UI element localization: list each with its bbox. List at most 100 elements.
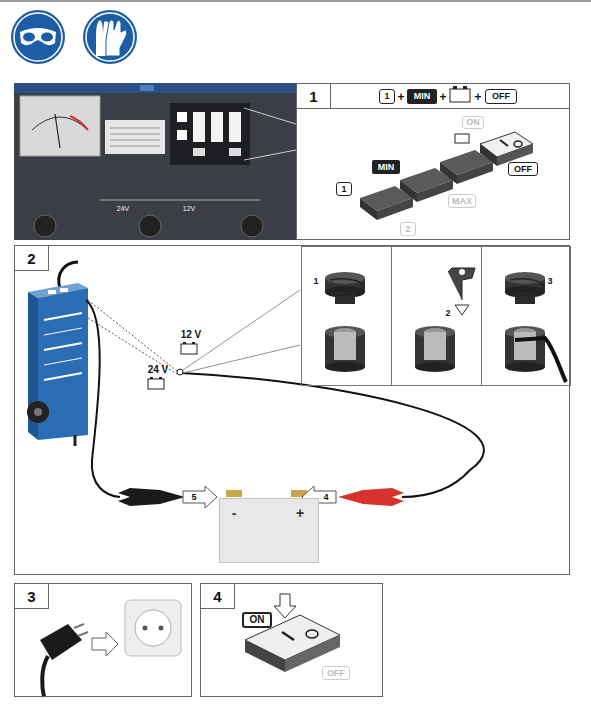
cables-part	[86, 300, 120, 497]
rocker-switches-part	[400, 180, 417, 202]
detail-step: 1	[301, 246, 392, 386]
step-number: 1	[297, 84, 331, 109]
rocker-switches-part	[377, 198, 413, 220]
small-battery-icons-part	[148, 379, 164, 389]
switch-label: OFF	[322, 666, 350, 680]
switch-label: MAX	[448, 194, 476, 208]
goggles-icon	[11, 10, 65, 64]
charger-unit-part	[74, 435, 77, 446]
small-battery-icons-part	[150, 377, 153, 379]
switch-label: OFF	[508, 162, 538, 176]
clamps-part	[118, 488, 185, 506]
battery-icon	[450, 86, 470, 102]
gloves-icon-part	[106, 20, 127, 56]
battery-terminals	[226, 490, 307, 497]
charger-unit-part	[34, 408, 42, 416]
charger-unit-part	[60, 288, 68, 292]
control-panel-photo-part	[193, 112, 205, 142]
plus-sign: +	[396, 89, 406, 104]
small-battery-icons-part	[181, 344, 197, 354]
control-panel-photo-part	[14, 83, 296, 240]
battery-icon-part	[463, 86, 467, 89]
step-panel: 2123-+	[14, 245, 570, 575]
rocker-switches-part	[360, 198, 377, 220]
goggles-icon-part	[11, 10, 65, 64]
control-panel-photo-part	[70, 116, 88, 130]
goggles-icon-part	[14, 13, 62, 61]
control-panel-photo-part	[110, 140, 160, 141]
terminal-steps-part	[325, 272, 365, 304]
top-rule-part	[0, 0, 591, 2]
cables	[86, 290, 484, 497]
terminal-steps-part	[515, 338, 566, 382]
polarity-sign: +	[292, 505, 308, 521]
clamps-part	[338, 488, 404, 506]
battery-terminals-part	[226, 490, 242, 497]
terminal-steps	[325, 268, 566, 382]
plug-and-socket-part	[42, 656, 48, 697]
step-number: 4	[201, 584, 235, 609]
control-panel-photo-part	[55, 114, 60, 148]
plug-and-socket-part	[143, 626, 148, 631]
goggles-icon-part	[41, 33, 53, 42]
terminal-steps-part	[415, 326, 455, 372]
plus-sign: +	[438, 89, 448, 104]
detail-step: 3	[481, 246, 571, 386]
callout-number: 2	[442, 307, 454, 319]
control-panel-photo-part	[177, 130, 187, 140]
cables-part	[181, 373, 484, 497]
cables-part	[88, 300, 177, 371]
panel-marking: 12V	[178, 204, 200, 213]
charger-unit	[27, 262, 88, 446]
polarity-sign: -	[226, 505, 242, 521]
plug-and-socket-part	[78, 632, 88, 636]
plug-and-socket-part	[159, 626, 164, 631]
control-panel-photo-part	[211, 112, 223, 142]
control-panel-photo-part	[229, 112, 241, 142]
control-panel-photo-part	[20, 96, 100, 156]
charger-unit-part	[48, 290, 56, 294]
control-panel-photo-part	[193, 148, 205, 156]
detail-step: 2	[391, 246, 482, 386]
control-panel-photo-part	[140, 85, 154, 91]
battery-icon-part	[450, 89, 470, 102]
terminal-steps-part	[459, 269, 465, 275]
formula-bar: 1+MIN++OFF	[331, 84, 570, 109]
control-panel-photo-part	[110, 128, 160, 129]
power-switch-part	[245, 640, 285, 672]
terminal-steps-part	[505, 326, 545, 372]
terminal-steps-part	[505, 272, 545, 304]
rocker-switches-part	[455, 134, 469, 143]
step-number: 3	[15, 584, 49, 609]
control-panel-photo-part	[14, 83, 296, 93]
switch-label: 1	[336, 182, 352, 196]
control-panel-photo	[14, 83, 296, 240]
goggles-icon-part	[20, 28, 56, 45]
key-box: OFF	[485, 89, 517, 104]
charger-unit-part	[44, 373, 82, 380]
goggles-icon-part	[23, 33, 35, 42]
step-number: 4	[318, 491, 334, 503]
power-switch-part	[282, 632, 294, 640]
switch-label: MIN	[372, 160, 400, 174]
small-battery-icons-part	[159, 377, 162, 379]
power-switch-part	[274, 594, 296, 618]
control-panel-photo-part	[244, 150, 296, 160]
key-box: 1	[379, 89, 395, 104]
gloves-icon	[83, 10, 137, 64]
plus-sign: +	[473, 89, 483, 104]
terminal-steps-part	[455, 305, 469, 315]
plug-and-socket-part	[74, 624, 84, 628]
voltage-label: 12 V	[176, 329, 206, 341]
control-panel-photo-part	[100, 200, 260, 201]
control-panel-photo-part	[170, 103, 250, 165]
control-panel-photo-part	[139, 215, 161, 237]
control-panel-photo-part	[32, 117, 88, 130]
control-panel-photo-part	[177, 112, 187, 122]
small-battery-icons-part	[192, 342, 195, 344]
gloves-icon-part	[83, 10, 137, 64]
plug-and-socket	[40, 600, 181, 697]
callout-number: 3	[544, 275, 556, 287]
control-panel-photo-part	[241, 215, 263, 237]
plug-and-socket-part	[40, 624, 82, 660]
